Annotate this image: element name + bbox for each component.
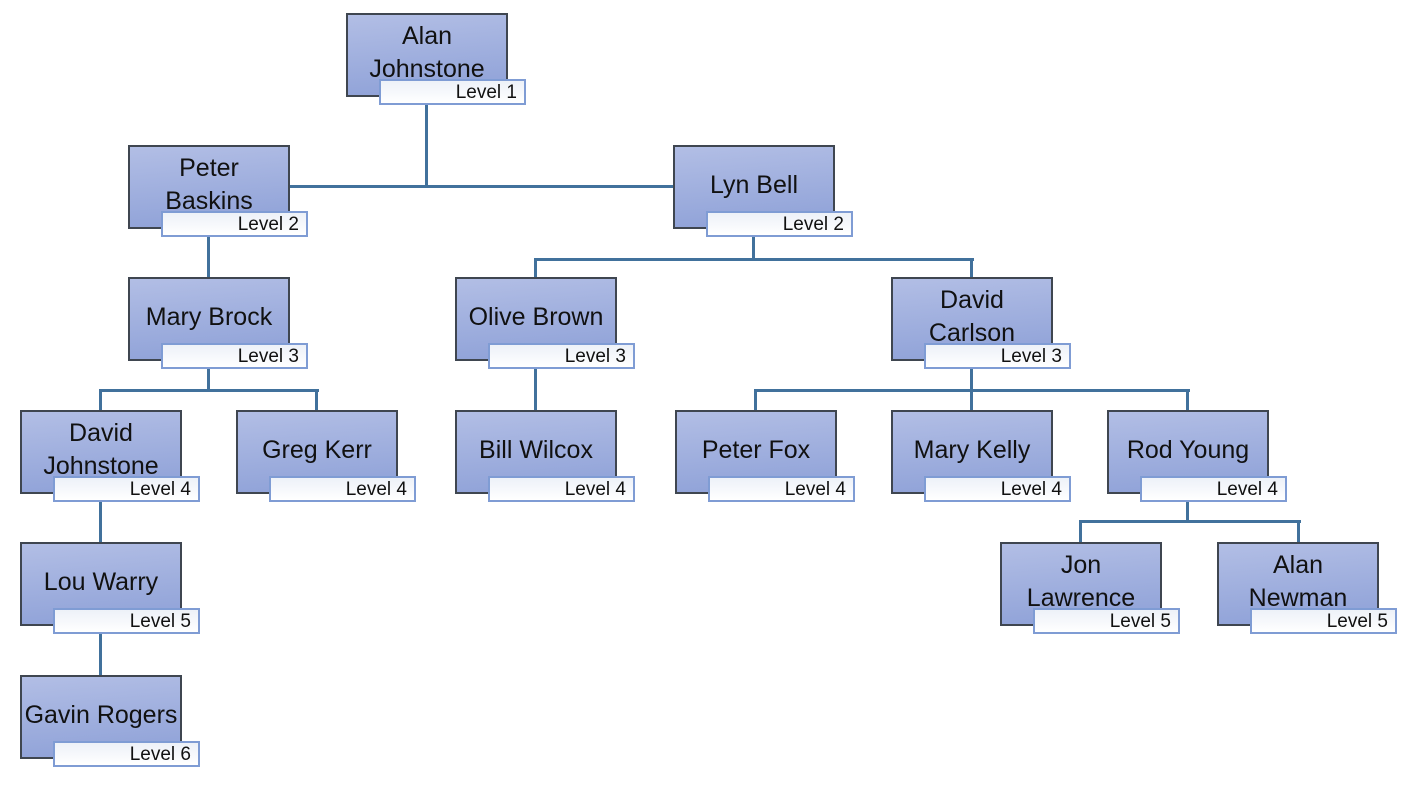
level-badge: Level 3 [488,343,635,369]
level-badge: Level 4 [488,476,635,502]
org-node-greg-kerr[interactable]: Greg Kerr Level 4 [236,410,416,502]
node-name: Olive Brown [468,302,604,331]
connector-rod-young-crossbar [1079,520,1301,523]
connector-drop-rod-young [1186,389,1189,411]
org-node-olive-brown[interactable]: Olive Brown Level 3 [455,277,635,369]
level-badge: Level 5 [53,608,200,634]
org-node-gavin-rogers[interactable]: Gavin Rogers Level 6 [20,675,200,767]
connector-olive-brown-to-bill-wilcox [534,368,537,411]
connector-lyn-bell-stem [752,236,755,261]
connector-drop-jon-lawrence [1079,520,1082,543]
org-node-peter-fox[interactable]: Peter Fox Level 4 [675,410,855,502]
org-node-mary-brock[interactable]: Mary Brock Level 3 [128,277,308,369]
connector-alan-johnstone-stem [425,104,428,188]
level-badge: Level 5 [1250,608,1397,634]
connector-lyn-bell-crossbar [534,258,974,261]
level-badge: Level 4 [708,476,855,502]
org-node-lyn-bell[interactable]: Lyn Bell Level 2 [673,145,853,237]
node-name: Mary Kelly [913,435,1031,464]
org-node-alan-johnstone[interactable]: Alan Johnstone Level 1 [346,13,526,105]
level-badge: Level 1 [379,79,526,105]
connector-drop-peter-fox [754,389,757,411]
org-node-rod-young[interactable]: Rod Young Level 4 [1107,410,1287,502]
connector-lou-warry-to-gavin-rogers [99,633,102,676]
level-badge: Level 3 [924,343,1071,369]
connector-peter-baskins-to-mary-brock [207,236,210,278]
node-name: Lou Warry [43,567,159,596]
connector-mary-brock-crossbar [99,389,319,392]
node-name: Alan Johnstone [369,22,485,83]
connector-david-johnstone-to-lou-warry [99,501,102,543]
node-name: Bill Wilcox [479,435,593,464]
org-node-bill-wilcox[interactable]: Bill Wilcox Level 4 [455,410,635,502]
connector-drop-olive-brown [534,258,537,279]
connector-drop-david-johnstone [99,389,102,411]
connector-rod-young-stem [1186,501,1189,523]
org-node-peter-baskins[interactable]: Peter Baskins Level 2 [128,145,308,237]
level-badge: Level 4 [269,476,416,502]
level-badge: Level 4 [53,476,200,502]
node-name: David Carlson [928,286,1016,347]
level-badge: Level 2 [706,211,853,237]
connector-drop-alan-newman [1297,520,1300,543]
connector-drop-mary-kelly [970,389,973,411]
node-name: Jon Lawrence [1026,551,1136,612]
node-name: Lyn Bell [709,170,798,199]
node-name: Peter Fox [701,435,811,464]
connector-david-carlson-stem [970,368,973,392]
level-badge: Level 4 [924,476,1071,502]
level-badge: Level 5 [1033,608,1180,634]
level-badge: Level 3 [161,343,308,369]
node-name: Gavin Rogers [24,700,178,729]
node-name: Peter Baskins [165,154,253,215]
org-node-alan-newman[interactable]: Alan Newman Level 5 [1217,542,1397,634]
node-name: David Johnstone [43,419,159,480]
level-badge: Level 6 [53,741,200,767]
connector-drop-greg-kerr [315,389,318,411]
org-node-david-carlson[interactable]: David Carlson Level 3 [891,277,1071,369]
node-name: Rod Young [1126,435,1250,464]
org-node-mary-kelly[interactable]: Mary Kelly Level 4 [891,410,1071,502]
org-node-david-johnstone[interactable]: David Johnstone Level 4 [20,410,200,502]
node-name: Mary Brock [145,302,273,331]
connector-drop-david-carlson [970,258,973,279]
node-name: Alan Newman [1248,551,1348,612]
connector-mary-brock-stem [207,368,210,392]
level-badge: Level 2 [161,211,308,237]
org-node-lou-warry[interactable]: Lou Warry Level 5 [20,542,200,634]
connector-level2-crossbar [290,185,673,188]
level-badge: Level 4 [1140,476,1287,502]
node-name: Greg Kerr [262,435,372,464]
org-node-jon-lawrence[interactable]: Jon Lawrence Level 5 [1000,542,1180,634]
